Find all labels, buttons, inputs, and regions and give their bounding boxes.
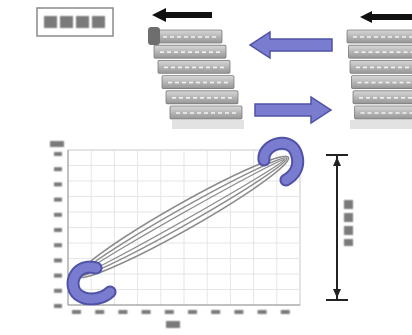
range-arrowhead-bottom [333,289,341,298]
range-label-glyph-mark [344,200,353,209]
label-box [36,7,114,37]
plate [354,105,412,120]
x-tick-label-mark [164,310,174,314]
plate [149,29,223,44]
plate-end-cap [148,27,160,45]
range-label-glyph-mark [344,239,353,246]
y-tick-label-mark [54,152,62,156]
plate-body [349,60,412,74]
plate [349,60,412,74]
plate-body [346,29,412,44]
plate [161,75,235,89]
label-glyph-mark [92,16,105,28]
curved-arrow-body [259,138,303,185]
curved-arrow-icon-bottom [66,260,117,306]
y-tick-label-mark [54,182,62,187]
x-tick-label-mark [188,310,197,314]
y-tick-label-mark [54,228,62,232]
black-arrow-shaft [164,12,212,18]
y-tick-label-mark [54,288,62,293]
y-tick-label-mark [54,304,62,308]
plate [165,90,239,105]
y-axis-label-mark [50,141,64,147]
x-tick-label-mark [257,310,267,314]
upper-blue-arrow [248,30,333,60]
x-tick-label-mark [141,310,151,314]
arrow-left-icon-right [360,11,412,23]
black-arrow-shaft [370,14,412,20]
black-arrow-head [360,11,372,23]
plate [352,90,412,105]
y-tick-label-mark [54,167,62,172]
curved-arrow-body [68,262,115,304]
y-tick-labels [54,152,62,308]
range-label-glyph-mark [344,213,353,222]
x-tick-label-mark [280,310,290,314]
range-label-glyph-mark [344,226,353,235]
y-tick-label-mark [54,212,62,217]
x-axis-label-mark [166,321,180,328]
stack-shadow [172,120,244,129]
plate [346,29,412,44]
y-tick-label-mark [54,273,62,278]
label-glyph-mark [44,16,57,28]
plate-body [348,44,412,59]
arrow-left-icon-blue [248,30,333,60]
double-headed-range-icon [326,154,348,301]
black-arrow-head [152,8,166,22]
stack-shadow [350,120,412,129]
label-glyph-mark [60,16,73,28]
arrow-right-icon-blue [254,95,333,125]
plate [153,44,227,59]
plate [157,60,231,74]
y-tick-label-mark [54,197,62,202]
plate [351,75,412,89]
y-tick-label-mark [54,243,62,248]
range-arrowhead-top [333,157,341,166]
x-tick-label-mark [211,310,221,314]
lower-blue-arrow [254,95,333,125]
arrow-left-icon [152,8,212,22]
x-tick-label-mark [234,310,244,314]
x-tick-label-mark [118,310,128,314]
x-tick-label-mark [72,310,81,314]
label-glyph-mark [76,16,89,28]
x-tick-labels [72,310,290,314]
right-plate-stack [346,29,412,129]
curved-arrow-icon-top [257,136,305,187]
plate [169,105,243,120]
x-tick-label-mark [95,310,105,314]
range-label-marks [344,200,353,246]
left-plate-stack [148,27,244,129]
loop-plot [50,136,305,328]
label-box-text-marks [44,16,105,28]
plate [348,44,412,59]
y-tick-label-mark [54,258,62,263]
